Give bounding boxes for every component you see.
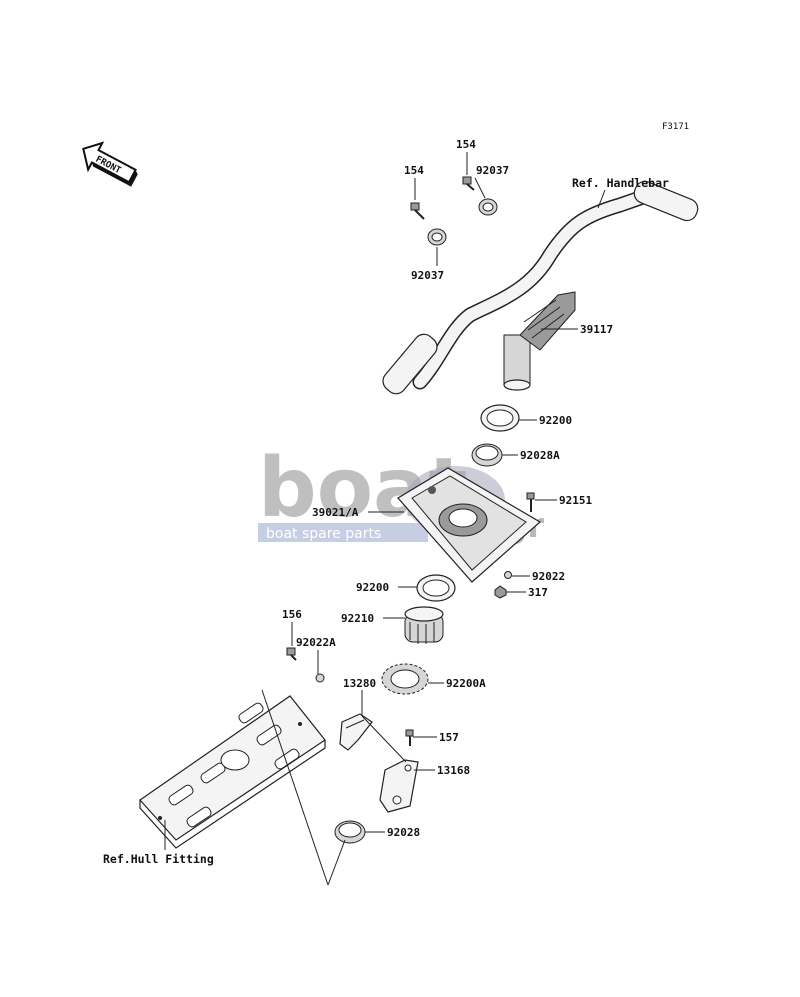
ref-handlebar-label: Ref. Handlebar bbox=[572, 176, 669, 190]
part-92200-seal-lower bbox=[416, 574, 456, 602]
ref-hull-fitting-label: Ref.Hull Fitting bbox=[103, 852, 214, 866]
part-92200A-race bbox=[381, 663, 429, 695]
label-92200-upper: 92200 bbox=[539, 414, 572, 427]
hull-fitting-plate bbox=[139, 695, 326, 849]
label-157: 157 bbox=[439, 731, 459, 744]
label-317: 317 bbox=[528, 586, 548, 599]
leader-lines bbox=[164, 152, 606, 886]
part-13280-bracket bbox=[339, 713, 373, 751]
part-39021A-plate bbox=[397, 467, 542, 583]
label-39021A: 39021/A bbox=[312, 506, 359, 519]
label-92037-b: 92037 bbox=[476, 164, 509, 177]
part-154-bolt-b bbox=[462, 176, 475, 191]
label-92210: 92210 bbox=[341, 612, 374, 625]
part-92028A-collar bbox=[471, 443, 503, 467]
part-13168-arm bbox=[379, 759, 419, 813]
label-92028: 92028 bbox=[387, 826, 420, 839]
label-154-a: 154 bbox=[404, 164, 424, 177]
label-92200-lower: 92200 bbox=[356, 581, 389, 594]
part-154-bolt-a bbox=[410, 202, 425, 220]
part-92022-washer bbox=[504, 571, 512, 579]
label-92200A: 92200A bbox=[446, 677, 486, 690]
part-39117-steering-neck bbox=[503, 291, 576, 391]
label-154-b: 154 bbox=[456, 138, 476, 151]
label-92022A: 92022A bbox=[296, 636, 336, 649]
label-39117: 39117 bbox=[580, 323, 613, 336]
label-13168: 13168 bbox=[437, 764, 470, 777]
part-317-nut bbox=[494, 585, 507, 599]
label-92037-a: 92037 bbox=[411, 269, 444, 282]
watermark-tagline: boat spare parts bbox=[266, 526, 381, 542]
part-92151-bolt bbox=[526, 492, 535, 512]
part-92037-clamp-a bbox=[427, 228, 447, 246]
figure-code: F3171 bbox=[662, 122, 689, 132]
part-156-bolt bbox=[286, 647, 297, 661]
label-92028A: 92028A bbox=[520, 449, 560, 462]
label-156: 156 bbox=[282, 608, 302, 621]
label-13280: 13280 bbox=[343, 677, 376, 690]
front-arrow-icon: FRONT bbox=[82, 141, 138, 187]
part-92022A-washer bbox=[315, 673, 325, 683]
part-92037-clamp-b bbox=[478, 198, 498, 216]
part-92028-collar bbox=[334, 820, 366, 844]
part-157-bolt bbox=[405, 729, 414, 746]
label-92151: 92151 bbox=[559, 494, 592, 507]
handlebar bbox=[382, 180, 699, 395]
part-92210-bearing bbox=[404, 606, 444, 644]
label-92022: 92022 bbox=[532, 570, 565, 583]
part-92200-seal-upper bbox=[480, 404, 520, 432]
